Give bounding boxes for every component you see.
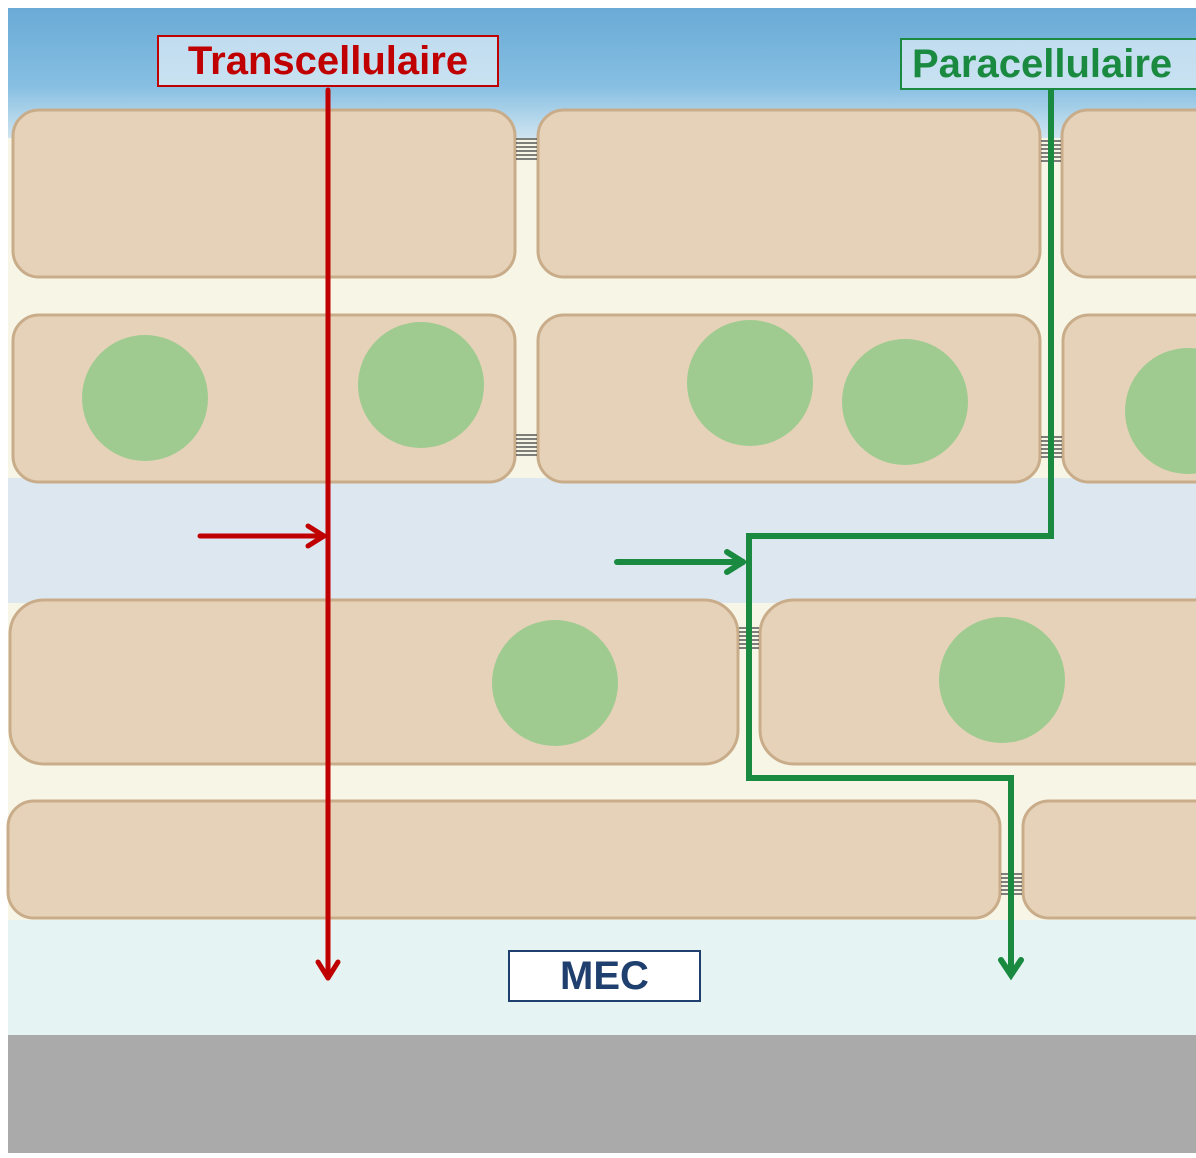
paracellular-label-text: Paracellulaire [912,41,1173,86]
nucleus [939,617,1065,743]
tight-junction [516,138,537,160]
transcellular-label-text: Transcellulaire [187,38,469,83]
cell [6,799,1002,920]
cell [1060,108,1196,279]
cell [8,598,740,766]
transcellular-arrow [197,87,341,981]
cell [11,108,517,279]
nucleus [687,320,813,446]
nucleus [82,335,208,461]
cell [1021,799,1196,920]
nucleus [842,339,968,465]
basal-membrane [8,1035,1196,1153]
paracellular-arrow [614,90,1054,981]
intercellular-space [8,478,1196,603]
ecm-label-text: MEC [560,953,649,998]
tight-junction [516,434,537,456]
nucleus [492,620,618,746]
ecm-label: MEC [508,950,701,1002]
paracellular-label: Paracellulaire [900,38,1196,90]
nucleus [358,322,484,448]
nucleus [1125,348,1196,474]
transcellular-label: Transcellulaire [157,35,499,87]
cell [536,108,1042,279]
